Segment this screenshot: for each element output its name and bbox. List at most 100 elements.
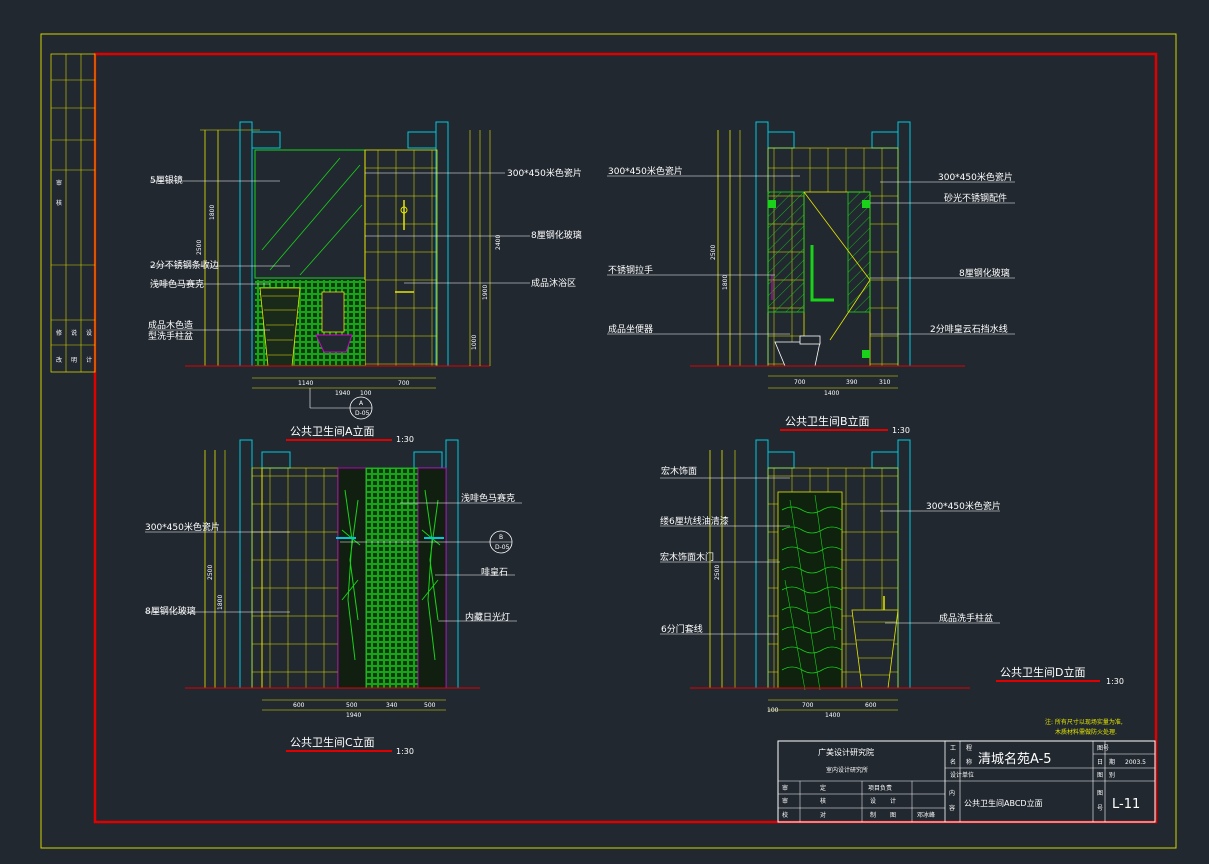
dim-a-bottom-1: 700 <box>398 380 410 387</box>
label-a-r2: 成品沐浴区 <box>531 277 576 289</box>
title-d: 公共卫生间D立面 <box>1000 665 1085 679</box>
label-d-0: 宏木饰面 <box>661 465 697 477</box>
dim-d-bottom-2: 1400 <box>825 712 840 719</box>
tb-review-8: 对 <box>820 811 826 819</box>
dim-d-side-0: 2500 <box>714 565 721 580</box>
tb-drafter: 邓冰峰 <box>917 811 935 819</box>
label-a-r1: 8厘钢化玻璃 <box>531 229 582 241</box>
side-label-1: 核 <box>56 199 62 207</box>
dim-c-side-0: 2500 <box>207 565 214 580</box>
tb-review-6: 计 <box>890 797 896 805</box>
dim-c-bottom-2: 340 <box>386 702 398 709</box>
side-label-5: 明 <box>71 357 77 364</box>
label-a-r0: 300*450米色瓷片 <box>507 167 582 179</box>
label-b-r2: 8厘钢化玻璃 <box>959 267 1010 279</box>
tb-review-10: 图 <box>890 812 896 819</box>
tb-sheet-left2: 号 <box>1097 805 1103 812</box>
tb-review-9: 制 <box>870 811 876 819</box>
label-d-3: 6分门套线 <box>661 623 703 635</box>
scale-d: 1:30 <box>1106 677 1124 686</box>
elevation-c: 2500 1800 600 500 340 500 1940 B D-05 <box>145 439 522 756</box>
dim-c-bottom-3: 500 <box>424 702 436 709</box>
label-b-1: 不锈钢拉手 <box>608 264 653 276</box>
label-c-0: 300*450米色瓷片 <box>145 521 220 533</box>
tb-company-sub: 室内设计研究所 <box>826 766 868 774</box>
tb-proj-l1: 工 <box>950 745 956 752</box>
side-label-6: 设 <box>86 329 92 337</box>
tb-drawing-number: L-11 <box>1112 797 1140 812</box>
label-a-1: 2分不锈钢条收边 <box>150 259 219 271</box>
scale-a: 1:30 <box>396 435 414 444</box>
dim-a-side-0: 1800 <box>209 205 216 220</box>
dim-a-side-2: 1900 <box>482 285 489 300</box>
tb-content-label2: 容 <box>949 804 955 812</box>
title-c: 公共卫生间C立面 <box>290 735 375 749</box>
dim-b-bottom-0: 700 <box>794 379 806 386</box>
tb-sheet-left: 图 <box>1097 790 1103 797</box>
title-block: 广美设计研究院 室内设计研究所 工 名 程 称 清城名苑A-5 设计单位 图号 … <box>777 740 1156 823</box>
label-d-2: 宏木饰面木门 <box>660 551 714 563</box>
tb-review-5: 设 <box>870 797 876 805</box>
dim-a-side-3: 2400 <box>495 235 502 250</box>
label-a-2: 浅啡色马赛克 <box>150 278 204 290</box>
tb-review-4: 核 <box>820 797 826 805</box>
label-d-r0: 300*450米色瓷片 <box>926 500 1001 512</box>
dim-a-bottom-3: 100 <box>360 390 372 397</box>
label-b-r1: 砂光不锈钢配件 <box>944 192 1007 204</box>
dim-d-bottom-1: 600 <box>865 702 877 709</box>
label-c-1: 8厘钢化玻璃 <box>145 605 196 617</box>
dim-b-bottom-3: 1400 <box>824 390 839 397</box>
tb-review-0: 审 <box>782 784 788 792</box>
title-a: 公共卫生间A立面 <box>290 424 375 438</box>
label-b-2: 成品坐便器 <box>608 323 653 335</box>
callout-c-top: B <box>499 534 503 541</box>
tb-review-7: 校 <box>782 811 788 819</box>
callout-c-bottom: D-05 <box>495 544 510 551</box>
label-c-r1: 啡皇石 <box>481 566 508 578</box>
callout-a-bottom: D-05 <box>355 410 370 417</box>
side-label-7: 计 <box>86 356 92 364</box>
dim-d-bottom-3: 100 <box>767 707 779 714</box>
tb-proj-l2: 程 <box>966 744 972 752</box>
elevation-a: 1800 2500 2400 <box>148 121 582 444</box>
tb-drawing-title: 公共卫生间ABCD立面 <box>964 798 1043 808</box>
tb-review-2: 项目负责 <box>868 784 892 792</box>
side-label-3: 改 <box>56 356 62 364</box>
tb-sheet-label: 图 <box>1097 772 1103 779</box>
dim-c-bottom-0: 600 <box>293 702 305 709</box>
tb-review-3: 审 <box>782 797 788 805</box>
label-a-4: 型洗手柱盆 <box>148 330 193 342</box>
dim-c-side-1: 1800 <box>217 595 224 610</box>
label-c-r0: 浅啡色马赛克 <box>461 492 515 504</box>
callout-a-top: A <box>359 400 364 407</box>
tb-project-name: 清城名苑A-5 <box>978 751 1052 767</box>
dim-a-bottom-2: 1940 <box>335 390 350 397</box>
dim-b-bottom-2: 310 <box>879 379 891 386</box>
note-0: 注: 所有尺寸以现场实量为准, <box>1045 718 1123 726</box>
side-strip: 审 核 修 改 说 明 设 计 <box>50 53 96 373</box>
label-d-1: 缕6厘坑线油清漆 <box>660 515 729 527</box>
outer-border <box>40 33 1177 849</box>
dim-a-bottom-0: 1140 <box>298 380 313 387</box>
dim-c-bottom-1: 500 <box>346 702 358 709</box>
dim-d-bottom-0: 700 <box>802 702 814 709</box>
tb-drawing-no-label: 图号 <box>1097 745 1109 752</box>
tb-content-label: 内 <box>949 789 955 797</box>
note-1: 木质材料需做防火处理. <box>1055 728 1117 736</box>
label-a-0: 5厘银镜 <box>150 174 183 186</box>
tb-date-label2: 期 <box>1109 758 1115 766</box>
tb-proj-l3: 名 <box>950 758 956 766</box>
dim-c-bottom-4: 1940 <box>346 712 361 719</box>
inner-border <box>93 52 1158 824</box>
dim-a-side-4: 1000 <box>471 335 478 350</box>
tb-sheet-label2: 别 <box>1109 771 1115 779</box>
side-label-2: 修 <box>56 329 62 337</box>
dim-b-side-1: 1800 <box>722 275 729 290</box>
label-b-r0: 300*450米色瓷片 <box>938 171 1013 183</box>
label-b-r3: 2分啡皇云石挡水线 <box>930 323 1008 335</box>
scale-c: 1:30 <box>396 747 414 756</box>
scale-b: 1:30 <box>892 426 910 435</box>
label-c-r2: 内藏日光灯 <box>465 611 510 623</box>
tb-date: 2003.5 <box>1125 759 1146 766</box>
